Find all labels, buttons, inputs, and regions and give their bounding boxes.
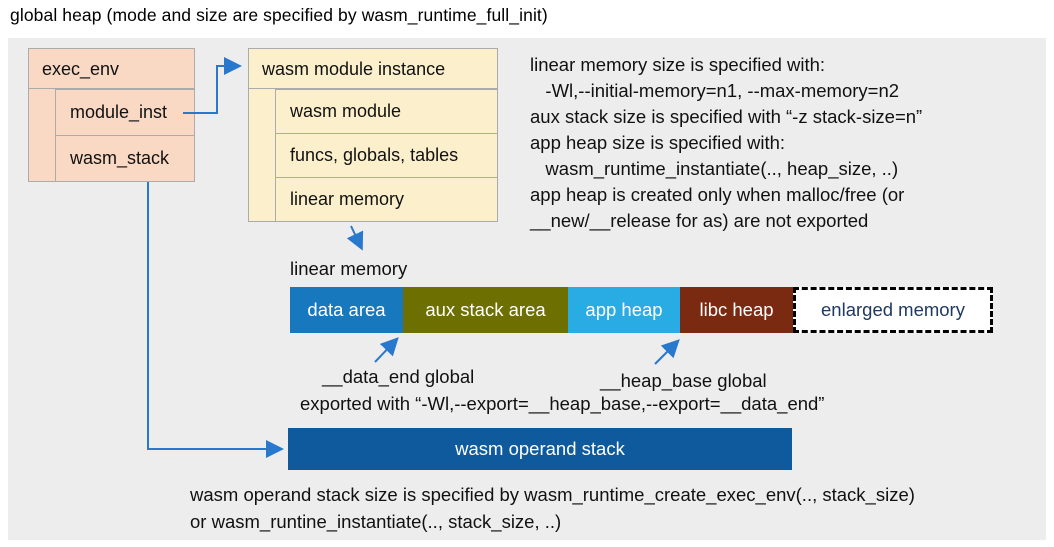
note-line: wasm operand stack size is specified by … [190,484,915,505]
segment-enlarged-memory: enlarged memory [793,287,993,333]
note-line: -Wl,--initial-memory=n1, --max-memory=n2 [530,80,900,101]
note-line: __new/__release for as) are not exported [530,210,869,231]
wasm-module-instance-header: wasm module instance [249,49,497,89]
exec-env-box: exec_env module_inst wasm_stack [28,48,195,182]
linear-memory-label: linear memory [290,258,408,279]
module-instance-row-funcs-globals-tables: funcs, globals, tables [275,133,497,178]
module-instance-row-wasm-module: wasm module [275,89,497,134]
note-line: linear memory size is specified with: [530,54,826,75]
note-line: wasm_runtime_instantiate(.., heap_size, … [530,158,899,179]
segment-label: data area [307,299,386,320]
segment-app-heap: app heap [568,287,680,333]
data-end-global-label: __data_end global [322,366,475,387]
note-line: app heap size is specified with: [530,132,786,153]
wasm-operand-stack-label: wasm operand stack [455,438,625,459]
note-line: app heap is created only when malloc/fre… [530,184,905,205]
linear-memory-notes: linear memory size is specified with: -W… [530,52,1035,234]
segment-label: aux stack area [425,299,546,320]
segment-label: enlarged memory [821,299,965,320]
exec-env-header: exec_env [29,49,194,89]
segment-label: libc heap [699,299,774,320]
note-line: or wasm_runtine_instantiate(.., stack_si… [190,511,562,532]
wasm-module-instance-box: wasm module instance wasm module funcs, … [248,48,498,222]
exported-flags-line: exported with “-Wl,--export=__heap_base,… [300,393,825,414]
module-instance-row-linear-memory: linear memory [275,177,497,222]
wasm-operand-stack-bar: wasm operand stack [288,428,792,470]
segment-libc-heap: libc heap [680,287,793,333]
segment-aux-stack-area: aux stack area [403,287,568,333]
diagram-title: global heap (mode and size are specified… [10,5,548,25]
heap-base-global-label: __heap_base global [600,370,767,391]
exec-env-row-wasm-stack: wasm_stack [55,135,194,182]
exec-env-row-module-inst: module_inst [55,89,194,136]
note-line: aux stack size is specified with “-z sta… [530,106,923,127]
segment-label: app heap [585,299,663,320]
linear-memory-bar: data area aux stack area app heap libc h… [290,287,993,333]
segment-data-area: data area [290,287,403,333]
operand-stack-notes: wasm operand stack size is specified by … [190,481,915,535]
